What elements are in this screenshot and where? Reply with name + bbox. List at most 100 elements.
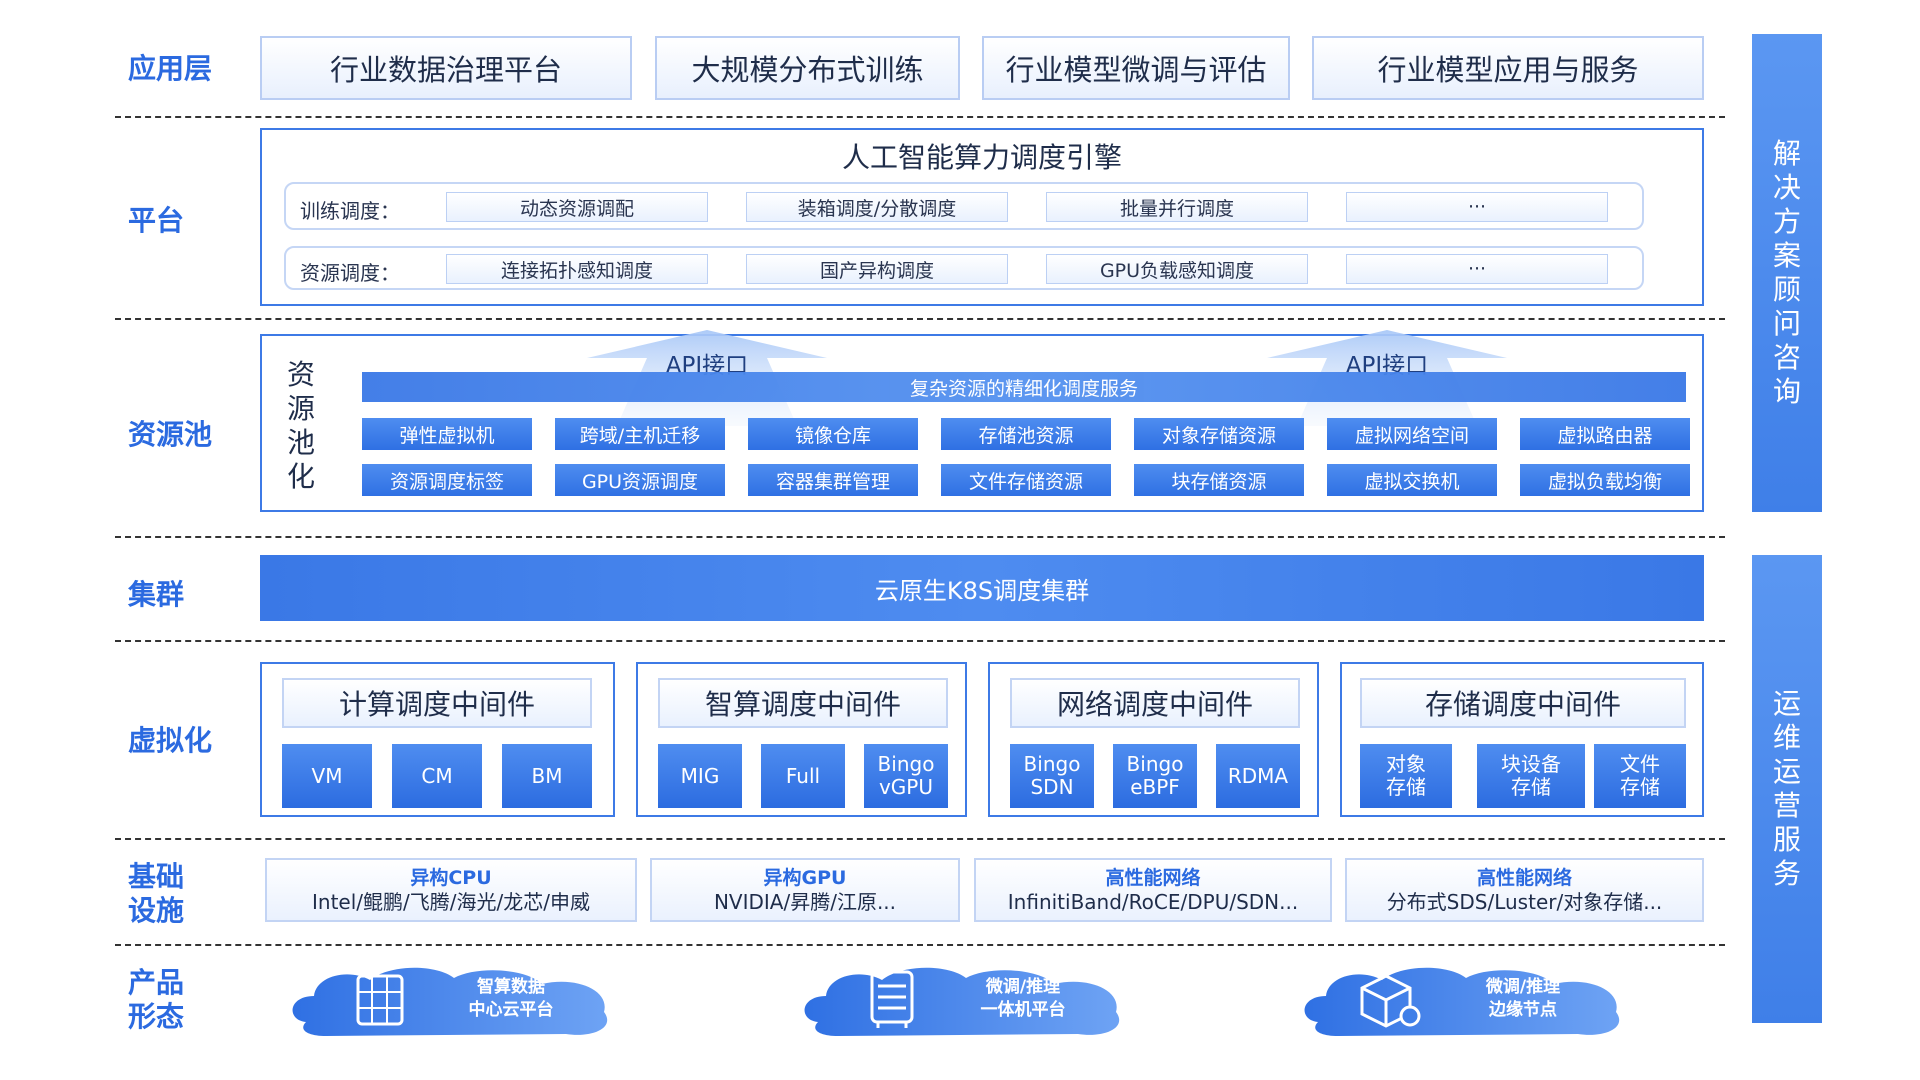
layer-label-platform: 平台 <box>128 204 185 237</box>
layer-label-product-line2: 形态 <box>128 1000 185 1033</box>
resource-chip: 虚拟路由器 <box>1520 418 1690 450</box>
middleware-cell: 块设备存储 <box>1477 744 1585 808</box>
middleware-compute: 计算调度中间件 VM CM BM <box>260 662 615 817</box>
edge-cube-icon <box>1360 974 1421 1028</box>
side-char: 化 <box>286 460 315 493</box>
side-bar-char: 决 <box>1772 171 1801 204</box>
resource-pool-side-label: 资 源 池 化 <box>284 358 318 494</box>
product-item: 微调/推理一体机平台 <box>798 962 1128 1040</box>
middleware-cell: RDMA <box>1216 744 1300 808</box>
resource-chip: 容器集群管理 <box>748 464 918 496</box>
middleware-title: 存储调度中间件 <box>1360 678 1686 728</box>
side-bar-char: 解 <box>1772 137 1801 170</box>
middleware-cell: BM <box>502 744 592 808</box>
resource-chip: 镜像仓库 <box>748 418 918 450</box>
middleware-cell: VM <box>282 744 372 808</box>
layer-label-application: 应用层 <box>128 52 213 85</box>
fine-scheduling-banner: 复杂资源的精细化调度服务 <box>362 372 1686 402</box>
middleware-title: 网络调度中间件 <box>1010 678 1300 728</box>
resource-schedule-row: 资源调度： 连接拓扑感知调度 国产异构调度 GPU负载感知调度 ··· <box>284 246 1644 290</box>
chip: 连接拓扑感知调度 <box>446 254 708 284</box>
middleware-title: 智算调度中间件 <box>658 678 948 728</box>
row-label: 资源调度： <box>300 261 400 285</box>
resource-chip: 跨域/主机迁移 <box>555 418 725 450</box>
side-bar-char: 顾 <box>1772 273 1801 306</box>
infra-title: 高性能网络 <box>1476 867 1572 889</box>
product-item: 智算数据中心云平台 <box>286 962 616 1040</box>
app-card: 行业模型微调与评估 <box>982 36 1290 100</box>
side-char: 源 <box>286 392 315 425</box>
side-bar-char: 询 <box>1772 375 1801 408</box>
k8s-cluster-banner: 云原生K8S调度集群 <box>260 555 1704 621</box>
chip: 批量并行调度 <box>1046 192 1308 222</box>
divider <box>115 640 1725 642</box>
infra-card: 高性能网络 InfinitiBand/RoCE/DPU/SDN... <box>974 858 1332 922</box>
side-bar-char: 营 <box>1772 789 1801 822</box>
layer-label-infrastructure-line2: 设施 <box>128 894 185 927</box>
side-bar-char: 运 <box>1772 755 1801 788</box>
resource-pool-frame: 资 源 池 化 API接口 API接口 复杂资源的精细化调度服务 弹性虚拟机 跨… <box>260 330 1704 512</box>
resource-chip: 虚拟网络空间 <box>1327 418 1497 450</box>
resource-chip: 虚拟负载均衡 <box>1520 464 1690 496</box>
middleware-cell: MIG <box>658 744 742 808</box>
divider <box>115 536 1725 538</box>
chip: 国产异构调度 <box>746 254 1008 284</box>
divider <box>115 838 1725 840</box>
product-text: 智算数据中心云平台 <box>468 977 554 1020</box>
app-card: 大规模分布式训练 <box>655 36 960 100</box>
chip: GPU负载感知调度 <box>1046 254 1308 284</box>
server-rack-icon <box>356 974 404 1026</box>
layer-label-resource-pool: 资源池 <box>128 418 213 451</box>
divider <box>115 318 1725 320</box>
resource-chip: 文件存储资源 <box>941 464 1111 496</box>
product-text: 微调/推理边缘节点 <box>1485 977 1561 1020</box>
infra-title: 异构CPU <box>410 867 492 889</box>
side-bar-char: 问 <box>1772 307 1801 340</box>
middleware-title: 计算调度中间件 <box>282 678 592 728</box>
infra-title: 高性能网络 <box>1105 867 1201 889</box>
side-bar-consulting: 解 决 方 案 顾 问 咨 询 <box>1752 34 1822 512</box>
app-card: 行业数据治理平台 <box>260 36 632 100</box>
middleware-cell: 对象存储 <box>1360 744 1452 808</box>
product-item: 微调/推理边缘节点 <box>1298 962 1628 1040</box>
chip: 装箱调度/分散调度 <box>746 192 1008 222</box>
training-schedule-row: 训练调度： 动态资源调配 装箱调度/分散调度 批量并行调度 ··· <box>284 182 1644 230</box>
side-bar-char: 运 <box>1772 687 1801 720</box>
resource-chip: GPU资源调度 <box>555 464 725 496</box>
divider <box>115 944 1725 946</box>
layer-label-virtualization: 虚拟化 <box>128 724 213 757</box>
app-card: 行业模型应用与服务 <box>1312 36 1704 100</box>
product-text: 微调/推理一体机平台 <box>980 977 1066 1020</box>
resource-chip: 资源调度标签 <box>362 464 532 496</box>
divider <box>115 116 1725 118</box>
chip: 动态资源调配 <box>446 192 708 222</box>
side-char: 池 <box>286 426 315 459</box>
infra-card: 异构GPU NVIDIA/昇腾/江原... <box>650 858 960 922</box>
chip-ellipsis: ··· <box>1346 254 1608 284</box>
middleware-cell: CM <box>392 744 482 808</box>
layer-label-product: 产品 形态 <box>128 966 184 1034</box>
resource-chip: 弹性虚拟机 <box>362 418 532 450</box>
resource-chip: 对象存储资源 <box>1134 418 1304 450</box>
infra-title: 异构GPU <box>763 867 847 889</box>
resource-chip: 存储池资源 <box>941 418 1111 450</box>
side-bar-char: 服 <box>1772 823 1801 856</box>
infra-card: 高性能网络 分布式SDS/Luster/对象存储... <box>1345 858 1704 922</box>
resource-chip: 虚拟交换机 <box>1327 464 1497 496</box>
layer-label-cluster: 集群 <box>128 578 185 611</box>
infra-sub: 分布式SDS/Luster/对象存储... <box>1386 890 1663 914</box>
side-bar-char: 方 <box>1772 205 1801 238</box>
middleware-cell: Full <box>761 744 845 808</box>
middleware-storage: 存储调度中间件 对象存储 块设备存储 文件存储 <box>1340 662 1704 817</box>
layer-label-product-line1: 产品 <box>128 966 185 999</box>
row-label: 训练调度： <box>300 199 400 223</box>
side-bar-char: 务 <box>1772 857 1801 890</box>
server-box-icon <box>870 970 914 1028</box>
middleware-cell: 文件存储 <box>1594 744 1686 808</box>
resource-chip: 块存储资源 <box>1134 464 1304 496</box>
layer-label-infrastructure-line1: 基础 <box>128 860 185 893</box>
